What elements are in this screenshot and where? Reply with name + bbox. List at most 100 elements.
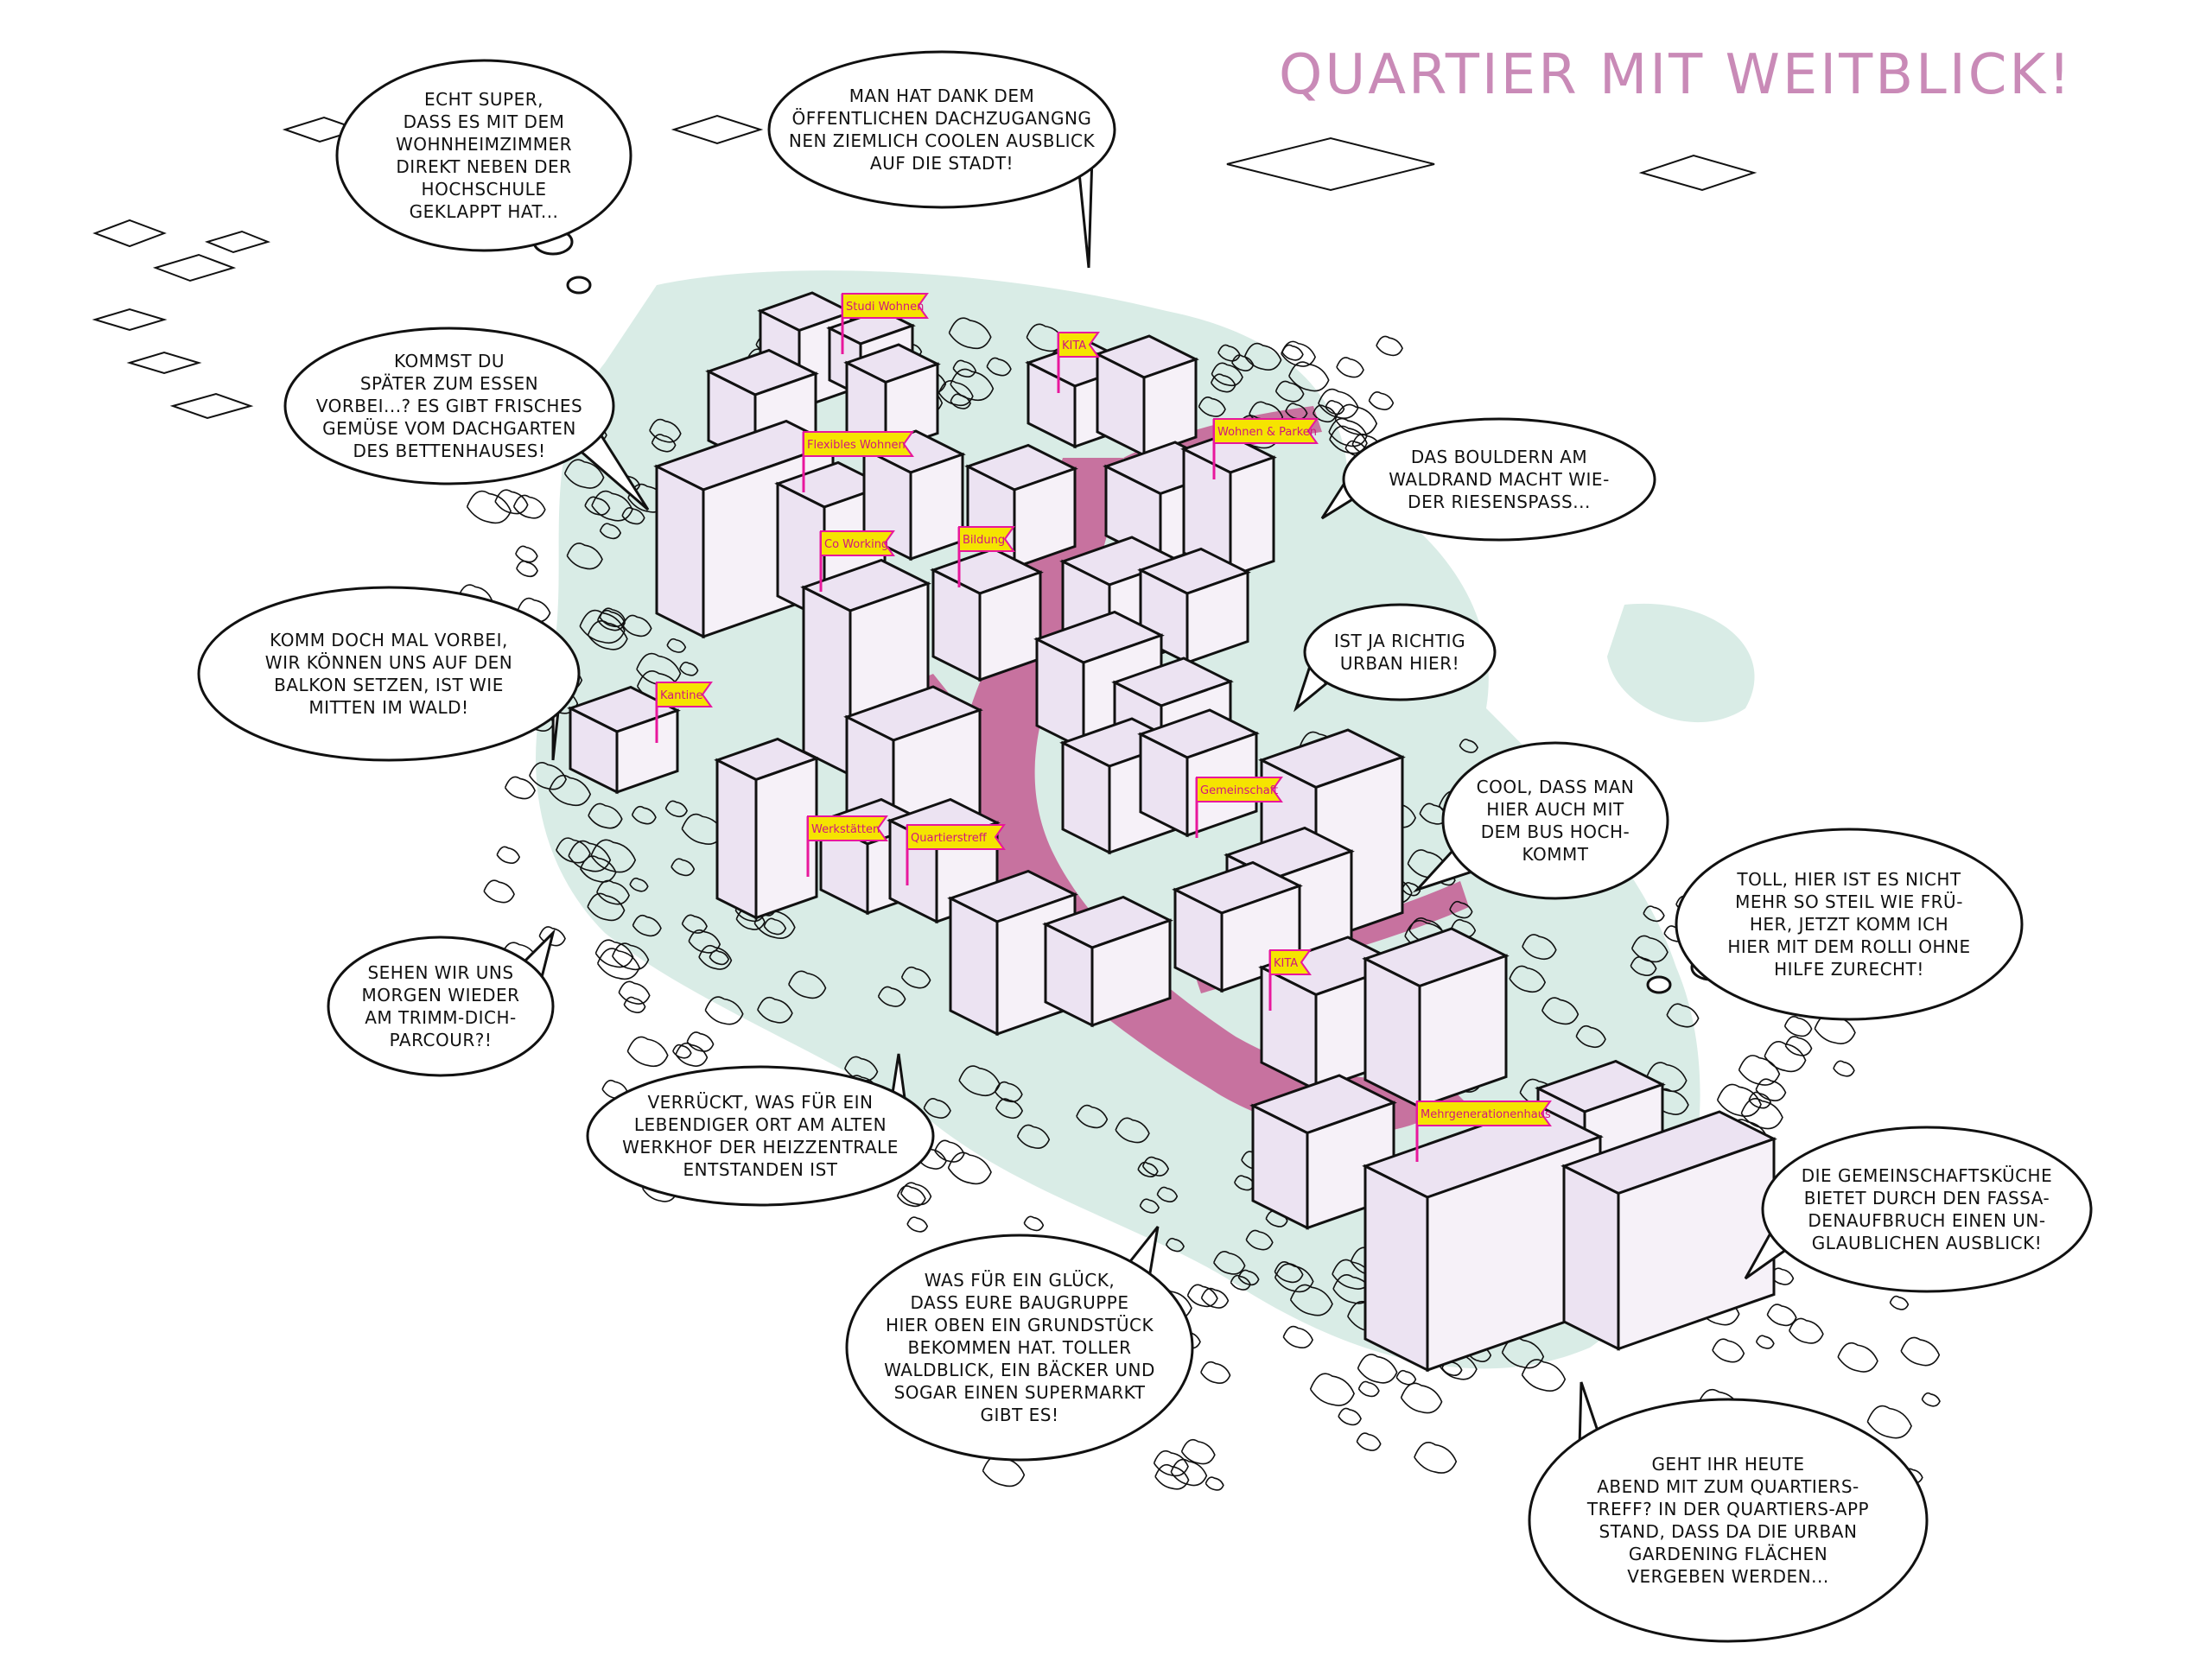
tree-scribble <box>698 944 733 970</box>
tree-scribble <box>516 560 538 578</box>
tree-scribble <box>948 317 992 350</box>
bubble-fill <box>1446 745 1665 896</box>
building <box>930 547 1044 682</box>
tree-scribble <box>1521 1359 1567 1392</box>
tree-scribble <box>1289 1284 1333 1316</box>
flag-kita2: KITA <box>1268 949 1312 1011</box>
building <box>1362 927 1510 1109</box>
flag-banner <box>842 293 929 319</box>
flag-mehrgen: Mehrgenerationenhaus <box>1415 1101 1552 1162</box>
tree-scribble <box>1309 1373 1355 1406</box>
tree-scribble <box>1837 1342 1878 1373</box>
tree-scribble <box>599 607 626 628</box>
building-wall <box>802 585 852 777</box>
tree-scribble <box>1783 1016 1813 1037</box>
bubble-fill <box>1346 422 1652 537</box>
tree-scribble <box>579 855 617 883</box>
flag-banner <box>1058 332 1100 358</box>
building-wall <box>1363 1164 1429 1373</box>
distant-building <box>1638 154 1758 192</box>
speech-bubble-text-essen: KOMMST DU SPÄTER ZUM ESSEN VORBEI...? ES… <box>285 328 613 484</box>
tree-scribble <box>1154 1463 1190 1490</box>
tree-scribble <box>1274 1261 1304 1284</box>
flag-cowork: Co Working <box>819 530 895 592</box>
building-wall <box>1363 956 1421 1109</box>
tree-scribble <box>1356 1432 1382 1451</box>
tree-scribble <box>1180 1438 1216 1465</box>
bubble-text: GEHT IHR HEUTE ABEND MIT ZUM QUARTIERS- … <box>1586 1454 1870 1587</box>
tree-scribble <box>994 1081 1023 1103</box>
flag-banner <box>1213 418 1319 444</box>
tree-scribble <box>629 877 649 892</box>
flag-parken: Wohnen & Parken <box>1212 418 1319 479</box>
building <box>1137 547 1251 665</box>
bubble-text: ECHT SUPER, DASS ES MIT DEM WOHNHEIMZIMM… <box>396 89 572 222</box>
tree-scribble <box>704 996 744 1025</box>
speech-bubble-text-bouldern: DAS BOULDERN AM WALDRAND MACHT WIE- DER … <box>1344 419 1655 540</box>
tree-scribble <box>1652 1088 1689 1115</box>
tree-scribble <box>1784 1036 1813 1056</box>
speech-bubble-text-gardening: GEHT IHR HEUTE ABEND MIT ZUM QUARTIERS- … <box>1529 1399 1927 1641</box>
distant-building <box>152 253 237 282</box>
building-wall <box>1013 466 1077 570</box>
tree-scribble <box>877 986 906 1007</box>
tree-scribble <box>1213 1251 1246 1275</box>
flag-banner <box>1416 1101 1552 1126</box>
speech-bubble-text-balkon: KOMM DOCH MAL VORBEI, WIR KÖNNEN UNS AUF… <box>199 587 579 760</box>
tree-scribble <box>995 1098 1024 1120</box>
speech-bubble-text-trimm: SEHEN WIR UNS MORGEN WIEDER AM TRIMM-DIC… <box>328 937 553 1075</box>
tree-scribble <box>1395 1369 1417 1386</box>
bubble-text: COOL, DASS MAN HIER AUCH MIT DEM BUS HOC… <box>1476 777 1635 865</box>
building-wall <box>1562 1164 1620 1351</box>
building-wall <box>1418 954 1508 1109</box>
speech-bubble-urban <box>1293 603 1497 713</box>
tree-scribble <box>584 496 611 516</box>
tree-scribble <box>1900 1336 1941 1367</box>
tree-scribble <box>675 1042 709 1067</box>
bubble-text: SEHEN WIR UNS MORGEN WIEDER AM TRIMM-DIC… <box>361 962 520 1050</box>
tree-scribble <box>1459 739 1478 753</box>
speech-bubble-text-dach: MAN HAT DANK DEM ÖFFENTLICHEN DACHZUGANG… <box>769 52 1115 207</box>
tree-scribble <box>666 638 687 653</box>
flag-banner <box>803 431 914 457</box>
tree-scribble <box>1205 1476 1224 1491</box>
tree-scribble <box>1165 1237 1185 1253</box>
flag-kita1: KITA <box>1057 332 1100 393</box>
tree-scribble <box>923 1098 951 1119</box>
tree-scribble <box>651 434 677 453</box>
tree-scribble <box>579 609 626 644</box>
tree-scribble <box>566 542 603 570</box>
flag-banner <box>1196 777 1283 802</box>
tree-scribble <box>1748 1091 1772 1109</box>
tree-scribble <box>1274 1263 1314 1293</box>
tree-scribble <box>504 776 536 800</box>
tree-scribble <box>512 494 546 519</box>
tree-scribble <box>631 805 657 825</box>
tree-scribble <box>1329 425 1368 454</box>
tree-scribble <box>483 879 515 904</box>
tree-scribble <box>1115 1117 1150 1144</box>
green-area-east <box>1607 603 1755 723</box>
tree-scribble <box>1313 404 1337 423</box>
building <box>1042 895 1173 1028</box>
speech-bubble-text-werkhof: VERRÜCKT, WAS FÜR EIN LEBENDIGER ORT AM … <box>588 1067 933 1205</box>
tree-scribble <box>938 380 974 407</box>
flag-banner <box>807 815 888 841</box>
speech-bubble-kueche <box>1744 1126 2093 1293</box>
flag-label: KITA <box>1062 339 1086 352</box>
flag-label: KITA <box>1274 957 1298 970</box>
building <box>1094 334 1199 458</box>
distant-buildings <box>92 114 1758 420</box>
tree-scribble <box>1770 1267 1795 1285</box>
tree-scribble <box>952 359 977 378</box>
bubble-text: DAS BOULDERN AM WALDRAND MACHT WIE- DER … <box>1389 447 1610 512</box>
distant-building <box>92 308 168 332</box>
tree-scribble <box>1630 935 1669 963</box>
thought-dot <box>566 276 592 295</box>
flag-flex: Flexibles Wohnen <box>802 431 914 492</box>
tree-scribble <box>1141 1156 1170 1177</box>
distant-building <box>671 114 764 145</box>
bubble-text: VERRÜCKT, WAS FÜR EIN LEBENDIGER ORT AM … <box>622 1092 899 1180</box>
